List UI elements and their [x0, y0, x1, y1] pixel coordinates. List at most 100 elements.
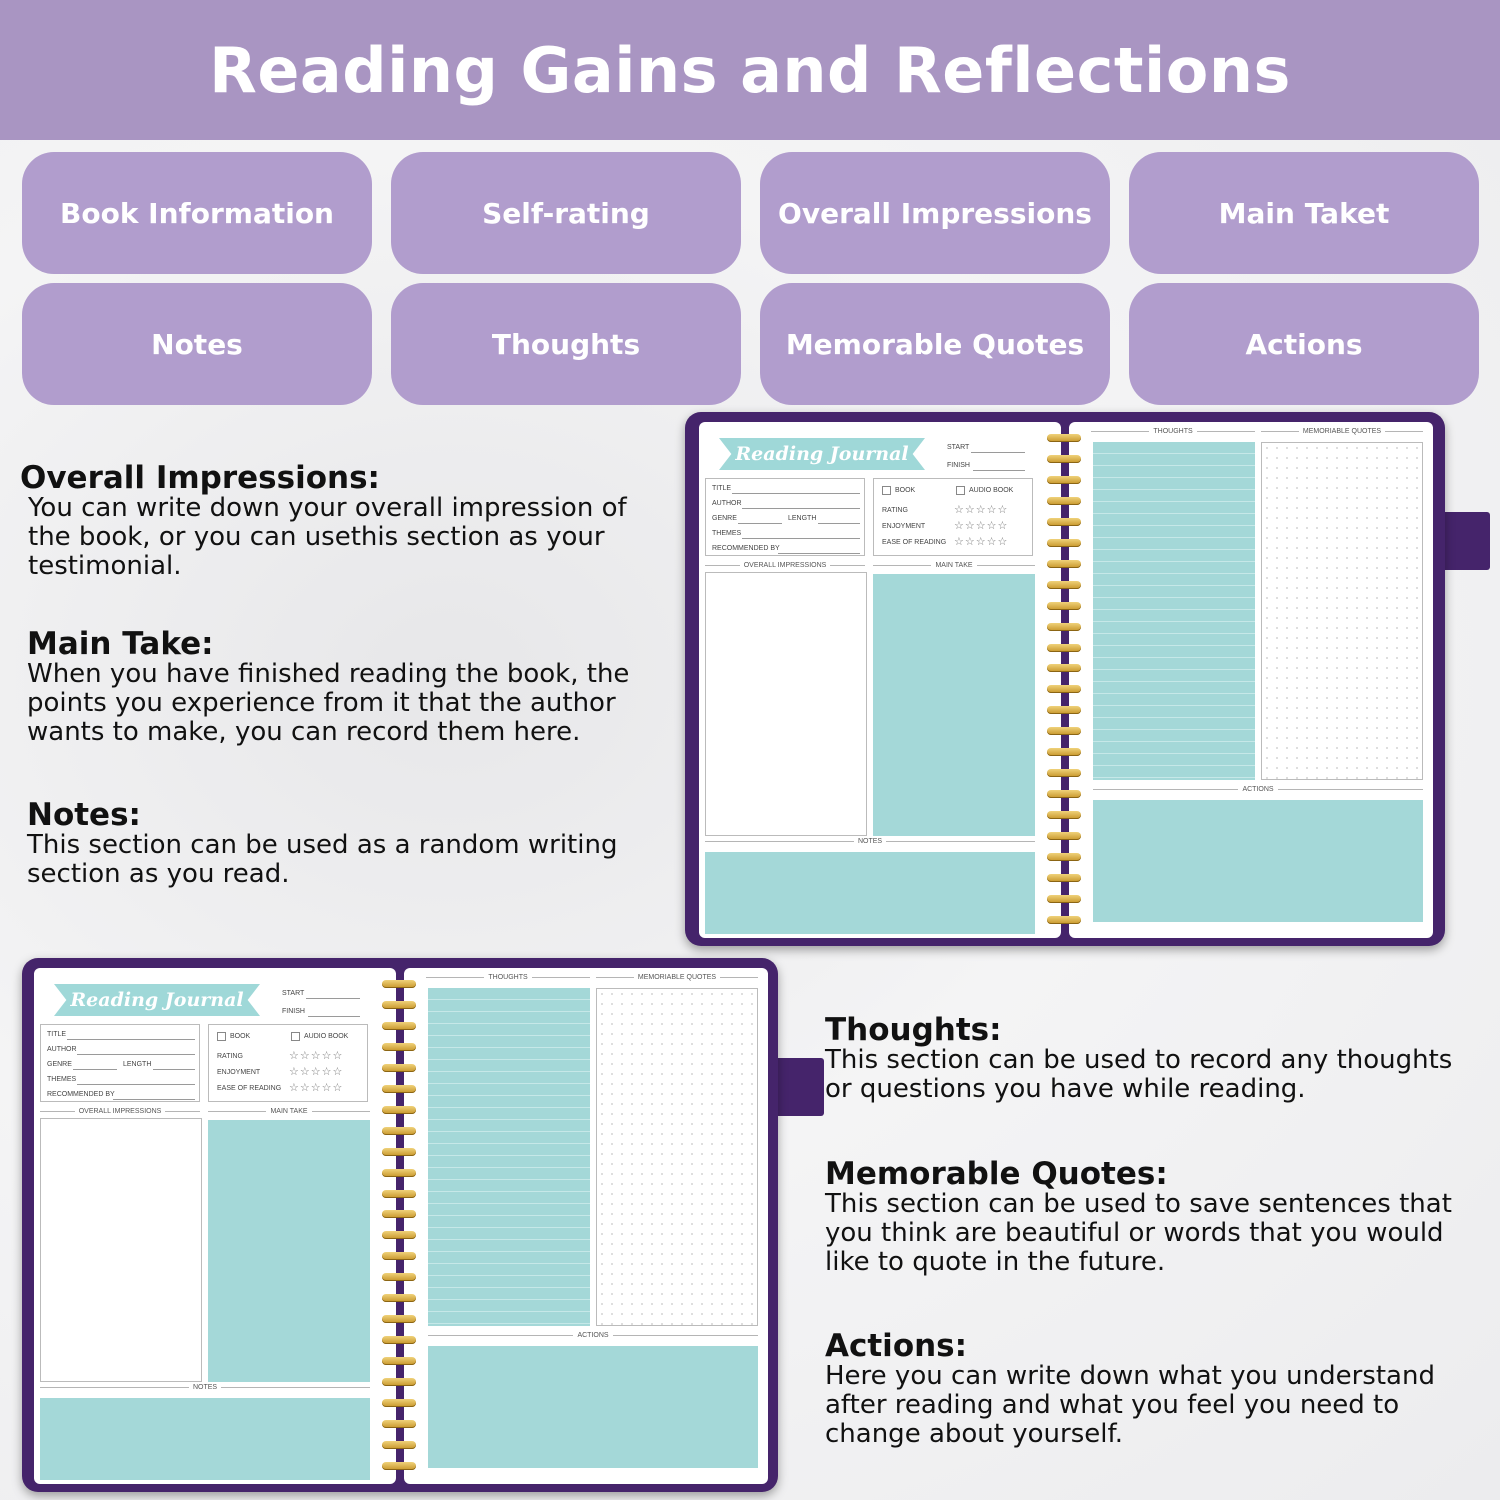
section-label-text: THOUGHTS [1153, 428, 1193, 435]
thoughts-label: THOUGHTS [426, 974, 590, 981]
spiral-coil [1047, 811, 1081, 820]
thoughts-label: THOUGHTS [1091, 428, 1255, 435]
feature-book-information: Book Information [22, 152, 372, 274]
spiral-coil [382, 1357, 416, 1366]
themes-label: THEMES [47, 1076, 77, 1083]
finish-label: FINISH [947, 462, 970, 469]
themes-line [77, 1084, 195, 1085]
start-line [971, 452, 1025, 453]
thoughts-area [1093, 442, 1255, 780]
recommended-line [778, 553, 860, 554]
overall-impressions-label: OVERALL IMPRESSIONS [40, 1108, 200, 1115]
ease-stars-icon: ☆☆☆☆☆ [289, 1082, 344, 1094]
desc-thoughts: Thoughts: This section can be used to re… [825, 1014, 1475, 1104]
journal-banner: Reading Journal [54, 984, 260, 1016]
spiral-coil [382, 1440, 416, 1449]
spiral-coil [382, 1336, 416, 1345]
spiral-coil [382, 1273, 416, 1282]
feature-thoughts: Thoughts [391, 283, 741, 405]
spiral-coil [1047, 915, 1081, 924]
quotes-label: MEMORIABLE QUOTES [596, 974, 758, 981]
title-label: TITLE [712, 485, 732, 492]
enjoyment-label: ENJOYMENT [882, 523, 926, 530]
notes-area [705, 852, 1035, 934]
spiral-coil [382, 1231, 416, 1240]
desc-overall-impressions: Overall Impressions: You can write down … [20, 462, 660, 581]
spiral-coil [382, 1063, 416, 1072]
audio-book-checkbox [291, 1032, 300, 1041]
rating-stars-icon: ☆☆☆☆☆ [954, 504, 1009, 516]
feature-actions: Actions [1129, 283, 1479, 405]
journal-banner: Reading Journal [719, 438, 925, 470]
genre-line [738, 523, 782, 524]
spiral-coil [1047, 538, 1081, 547]
section-label-text: ACTIONS [1242, 786, 1274, 793]
rating-stars-icon: ☆☆☆☆☆ [289, 1050, 344, 1062]
spiral-coil [1047, 874, 1081, 883]
finish-line [308, 1016, 360, 1017]
length-line [818, 523, 860, 524]
desc-title: Thoughts: [825, 1012, 1002, 1048]
elastic-band [772, 1058, 824, 1116]
spiral-coil [1047, 894, 1081, 903]
length-label: LENGTH [788, 515, 817, 522]
desc-memorable-quotes: Memorable Quotes: This section can be us… [825, 1158, 1475, 1277]
main-take-area [208, 1120, 370, 1382]
ease-stars-icon: ☆☆☆☆☆ [954, 536, 1009, 548]
desc-title: Overall Impressions: [20, 460, 380, 496]
title-line [67, 1039, 195, 1040]
title-label: TITLE [47, 1031, 67, 1038]
feature-overall-impressions: Overall Impressions [760, 152, 1110, 274]
thoughts-area [428, 988, 590, 1326]
spiral-coil [382, 1399, 416, 1408]
desc-title: Actions: [825, 1328, 968, 1364]
notebook-preview-bottom: Reading Journal START FINISH TITLE AUTHO… [0, 958, 824, 1492]
genre-label: GENRE [712, 515, 737, 522]
spiral-binding [382, 980, 416, 1470]
ease-label: EASE OF READING [217, 1085, 282, 1092]
notes-label: NOTES [705, 838, 1035, 845]
audio-book-label: AUDIO BOOK [969, 487, 1014, 494]
spiral-binding [1047, 434, 1081, 924]
themes-line [742, 538, 860, 539]
audio-book-label: AUDIO BOOK [304, 1033, 349, 1040]
desc-text: This section can be used to save sentenc… [825, 1189, 1452, 1277]
genre-label: GENRE [47, 1061, 72, 1068]
desc-title: Main Take: [27, 626, 214, 662]
spiral-coil [1047, 769, 1081, 778]
ease-label: EASE OF READING [882, 539, 947, 546]
book-info-box: TITLE AUTHOR GENRE LENGTH THEMES RECOMME… [705, 478, 865, 556]
spiral-coil [1047, 622, 1081, 631]
author-line [742, 508, 860, 509]
spiral-coil [382, 1084, 416, 1093]
length-line [153, 1069, 195, 1070]
spiral-coil [382, 1189, 416, 1198]
right-page: THOUGHTS MEMORIABLE QUOTES ACTIONS [1069, 422, 1433, 938]
left-page: Reading Journal START FINISH TITLE AUTHO… [699, 422, 1061, 938]
spiral-coil [1047, 454, 1081, 463]
self-rating-box: BOOK AUDIO BOOK RATING ☆☆☆☆☆ ENJOYMENT ☆… [208, 1024, 368, 1102]
spiral-coil [1047, 475, 1081, 484]
feature-memorable-quotes: Memorable Quotes [760, 283, 1110, 405]
spiral-coil [382, 1378, 416, 1387]
section-label-text: MEMORIABLE QUOTES [637, 974, 717, 981]
spiral-coil [1047, 853, 1081, 862]
feature-notes: Notes [22, 283, 372, 405]
page-title: Reading Gains and Reflections [209, 33, 1291, 107]
spiral-coil [1047, 790, 1081, 799]
spiral-coil [382, 1021, 416, 1030]
main-take-label: MAIN TAKE [873, 562, 1035, 569]
actions-area [1093, 800, 1423, 922]
spiral-coil [1047, 496, 1081, 505]
quotes-area [1261, 442, 1423, 780]
section-label-text: MAIN TAKE [270, 1108, 308, 1115]
overall-impressions-area [705, 572, 867, 836]
desc-text: Here you can write down what you underst… [825, 1361, 1435, 1449]
notes-area [40, 1398, 370, 1480]
start-label: START [282, 990, 305, 997]
recommended-line [113, 1099, 195, 1100]
spiral-coil [382, 980, 416, 988]
themes-label: THEMES [712, 530, 742, 537]
desc-title: Notes: [27, 797, 141, 833]
genre-line [73, 1069, 117, 1070]
